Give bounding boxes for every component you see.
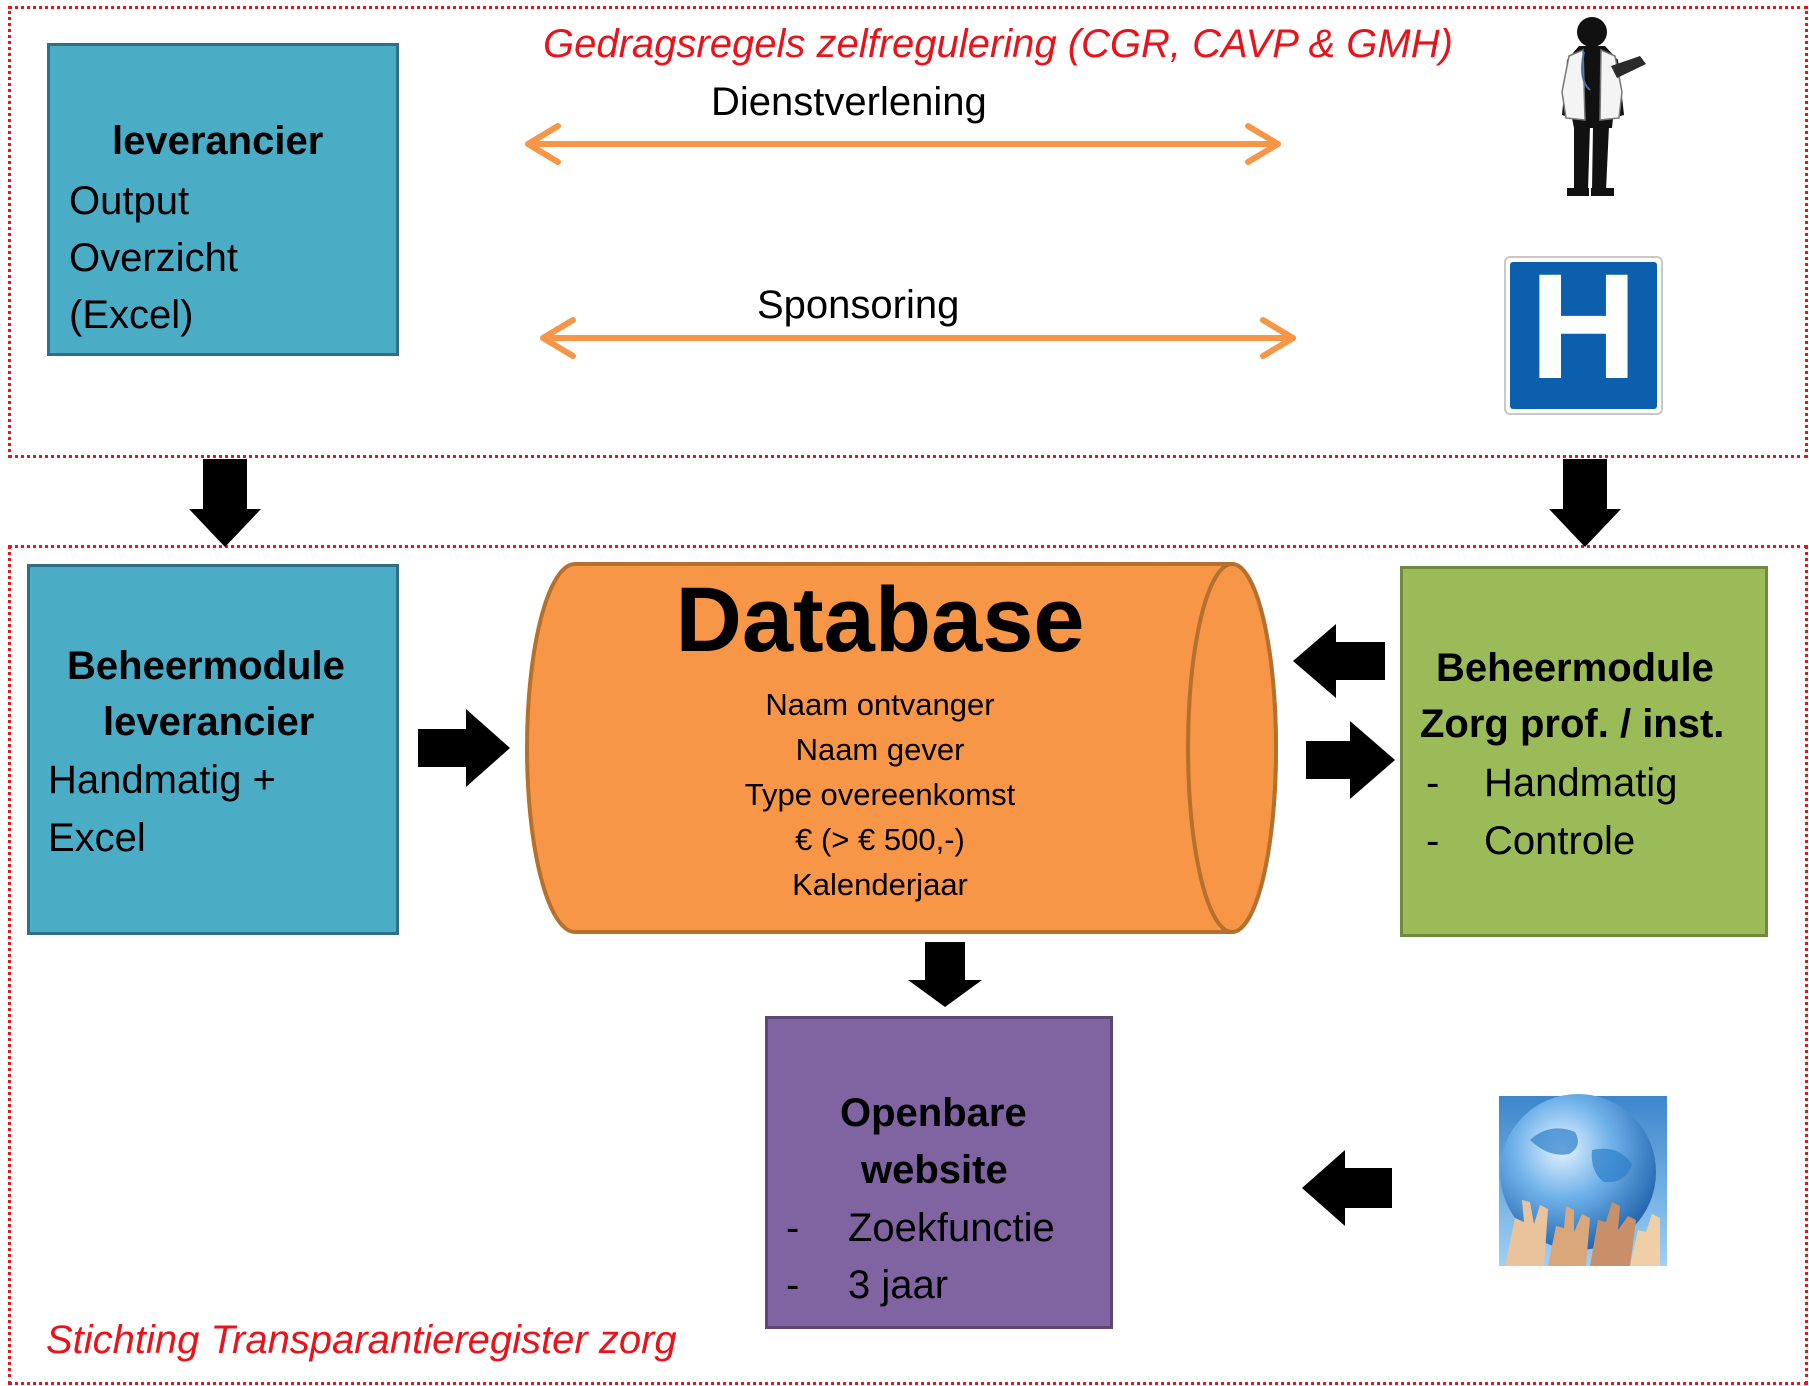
- self-regulation-label: Gedragsregels zelfregulering (CGR, CAVP …: [543, 22, 1453, 66]
- database-cylinder: [525, 562, 1278, 934]
- database-field: Naam gever: [795, 732, 965, 767]
- database-fields: Naam ontvanger Naam gever Type overeenko…: [680, 682, 1080, 907]
- supplier-line: Output: [69, 179, 190, 223]
- left-arrow: [1302, 1150, 1392, 1226]
- database-field: Naam ontvanger: [765, 687, 995, 722]
- care-module-title: Zorg prof. / inst.: [1420, 702, 1725, 746]
- care-module-bullet: Handmatig: [1484, 761, 1678, 805]
- website-bullet-dash: -: [786, 1263, 800, 1307]
- right-arrow: [418, 709, 510, 787]
- doctor-icon: [1561, 17, 1646, 196]
- service-label: Dienstverlening: [711, 80, 987, 124]
- website-bullet: Zoekfunctie: [848, 1206, 1055, 1250]
- transparency-register-label: Stichting Transparantieregister zorg: [46, 1318, 677, 1362]
- left-arrow: [1293, 624, 1385, 698]
- supplier-title: leverancier: [112, 119, 324, 163]
- website-bullet: 3 jaar: [848, 1263, 949, 1307]
- care-module-bullet: Controle: [1484, 819, 1636, 863]
- supplier-module-line: Handmatig +: [48, 758, 276, 802]
- care-module-box: Beheermodule Zorg prof. / inst. - Handma…: [1400, 566, 1768, 937]
- website-title: Openbare: [840, 1091, 1027, 1135]
- supplier-line: Overzicht: [69, 236, 238, 280]
- supplier-module-title: Beheermodule: [67, 644, 345, 688]
- website-title: website: [861, 1148, 1008, 1192]
- right-arrow: [1306, 721, 1395, 799]
- globe-hands-icon: [1499, 1094, 1667, 1266]
- down-arrow: [908, 942, 982, 1007]
- supplier-line: (Excel): [69, 293, 194, 337]
- down-arrow: [189, 459, 261, 547]
- website-box: Openbare website - Zoekfunctie - 3 jaar: [765, 1016, 1113, 1329]
- hospital-letter: H: [1529, 242, 1637, 410]
- database-field: € (> € 500,-): [795, 822, 965, 857]
- sponsoring-label: Sponsoring: [757, 283, 960, 327]
- database-field: Kalenderjaar: [792, 867, 968, 902]
- website-bullet-dash: -: [786, 1206, 800, 1250]
- supplier-module-box: Beheermodule leverancier Handmatig + Exc…: [27, 564, 399, 935]
- sponsoring-arrow: [540, 317, 1296, 359]
- care-module-bullet-dash: -: [1426, 819, 1440, 863]
- supplier-box: leverancier Output Overzicht (Excel): [47, 43, 399, 356]
- supplier-module-title: leverancier: [103, 700, 315, 744]
- self-regulation-zone: [8, 6, 1808, 458]
- database-field: Type overeenkomst: [744, 777, 1016, 812]
- database-title: Database: [675, 569, 1085, 671]
- hospital-sign-icon: H: [1504, 242, 1663, 415]
- transparency-register-zone: [8, 545, 1808, 1385]
- care-module-bullet-dash: -: [1426, 761, 1440, 805]
- down-arrow: [1549, 459, 1621, 547]
- service-arrow: [525, 123, 1281, 165]
- supplier-module-line: Excel: [48, 816, 146, 860]
- care-module-title: Beheermodule: [1436, 646, 1714, 690]
